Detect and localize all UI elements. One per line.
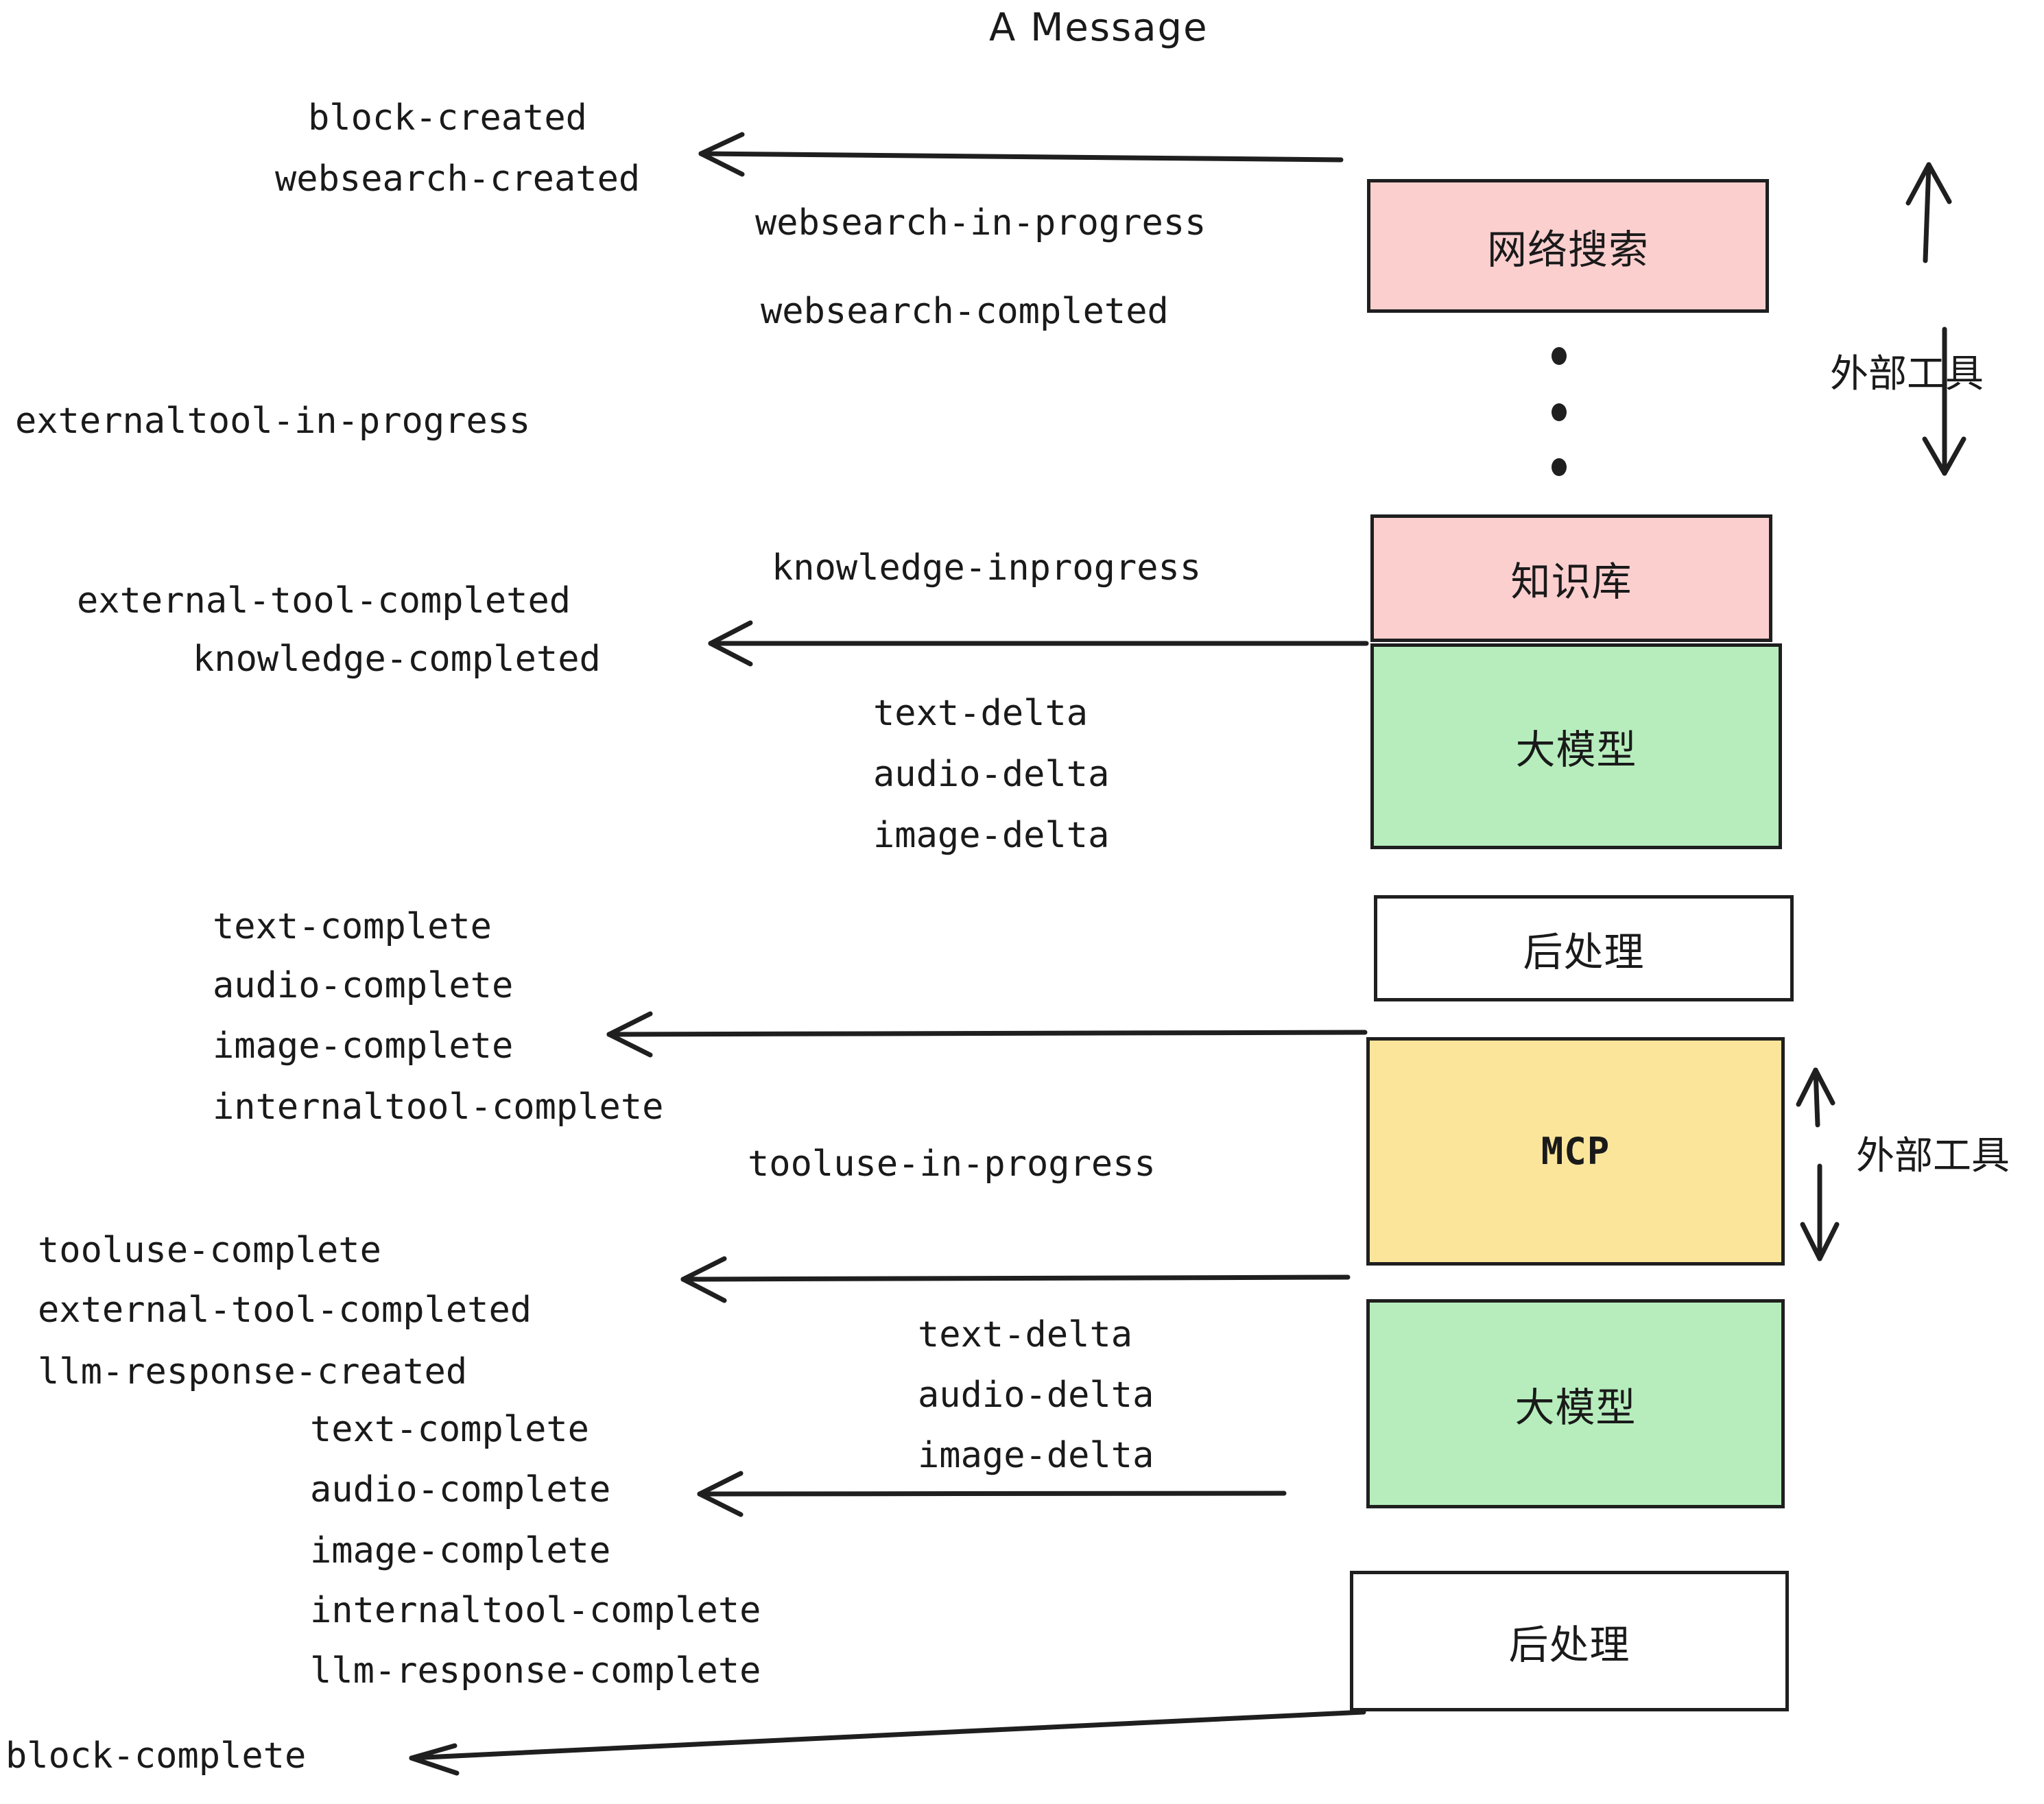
event-label-audio-complete-1: audio-complete [213,965,514,1006]
box-mcp[interactable]: MCP [1366,1037,1785,1266]
arrow-llm-lower-to-audio-complete [697,1471,1287,1517]
ellipsis-dot-1 [1552,347,1567,365]
event-label-text-complete-2: text-complete [310,1409,589,1450]
event-label-llm-response-complete: llm-response-complete [310,1650,761,1692]
arrow-postprocess-to-image-complete [606,1011,1368,1058]
box-knowledge-label: 知识库 [1510,558,1632,605]
event-label-websearch-in-progress: websearch-in-progress [755,202,1207,244]
event-label-image-delta-1: image-delta [873,815,1110,856]
event-label-block-created: block-created [308,97,587,139]
box-postprocess-lower[interactable]: 后处理 [1350,1571,1789,1711]
event-label-internaltool-complete-1: internaltool-complete [213,1087,664,1128]
box-websearch[interactable]: 网络搜索 [1367,179,1769,313]
box-websearch-label: 网络搜索 [1486,226,1649,273]
event-label-block-complete: block-complete [5,1735,307,1777]
page-title: A Message [989,5,1209,50]
box-knowledge[interactable]: 知识库 [1370,514,1772,642]
event-label-image-delta-2: image-delta [918,1435,1154,1476]
event-label-image-complete-2: image-complete [310,1530,611,1571]
box-llm-lower[interactable]: 大模型 [1366,1299,1785,1508]
event-label-image-complete-1: image-complete [213,1025,514,1067]
event-label-audio-complete-2: audio-complete [310,1469,611,1510]
arrow-postprocess-to-block-complete [409,1709,1366,1776]
event-label-audio-delta-1: audio-delta [873,754,1110,795]
annotation-arrow-external-tool-lower [1796,1067,1840,1261]
box-postprocess-upper-label: 后处理 [1523,928,1645,975]
event-label-text-complete-1: text-complete [213,906,492,947]
event-label-external-tool-completed-1: external-tool-completed [77,580,571,621]
box-postprocess-lower-label: 后处理 [1508,1621,1630,1668]
event-label-websearch-created: websearch-created [275,158,641,200]
box-llm-upper-label: 大模型 [1515,726,1637,773]
arrow-knowledge-to-completed [708,620,1369,667]
annotation-external-tool-upper: 外部工具 [1830,352,1984,396]
event-label-audio-delta-2: audio-delta [918,1375,1154,1416]
event-label-external-tool-completed-2: external-tool-completed [38,1290,532,1331]
arrow-websearch-to-created [698,132,1344,177]
event-label-text-delta-2: text-delta [918,1314,1133,1355]
box-llm-lower-label: 大模型 [1514,1384,1637,1431]
event-label-llm-response-created: llm-response-created [38,1351,468,1392]
box-postprocess-upper[interactable]: 后处理 [1374,895,1794,1001]
arrow-mcp-to-tooluse-complete [680,1256,1351,1303]
event-label-externaltool-in-progress: externaltool-in-progress [15,401,531,442]
event-label-internaltool-complete-2: internaltool-complete [310,1590,761,1631]
event-label-websearch-completed: websearch-completed [761,291,1169,332]
event-label-knowledge-completed: knowledge-completed [193,639,601,680]
event-label-tooluse-in-progress: tooluse-in-progress [748,1143,1156,1185]
annotation-external-tool-lower: 外部工具 [1856,1134,2010,1178]
annotation-arrow-external-tool-upper [1905,162,1966,476]
event-label-knowledge-inprogress: knowledge-inprogress [772,547,1202,589]
ellipsis-dot-3 [1552,458,1567,476]
event-label-text-delta-1: text-delta [873,693,1089,734]
box-llm-upper[interactable]: 大模型 [1370,643,1782,849]
event-label-tooluse-complete: tooluse-complete [38,1230,381,1271]
box-mcp-label: MCP [1541,1130,1611,1173]
ellipsis-dot-2 [1552,403,1567,421]
